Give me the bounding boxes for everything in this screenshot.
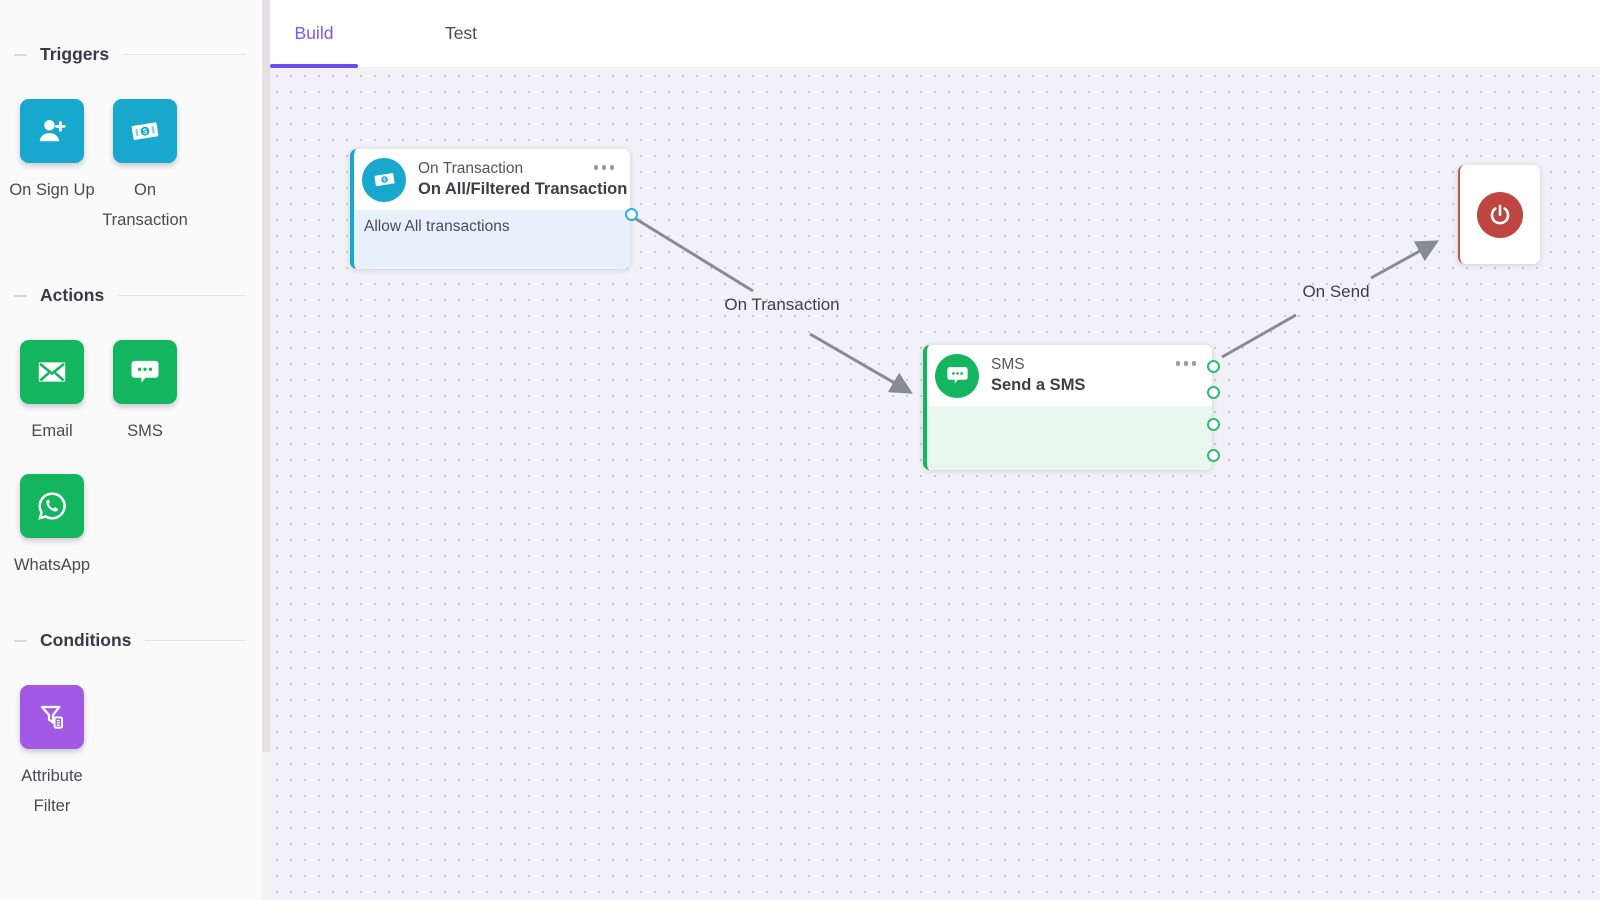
flow-canvas[interactable]: On Transaction On Send $ bbox=[270, 68, 1600, 900]
sidebar-item-sms[interactable]: SMS bbox=[113, 340, 177, 446]
sidebar-item-on-transaction[interactable]: $ On Transaction bbox=[102, 99, 188, 235]
node-header: $ On Transaction On All/Filtered Transac… bbox=[354, 149, 630, 210]
power-icon[interactable] bbox=[1477, 191, 1523, 238]
tab-test-label: Test bbox=[444, 23, 478, 43]
output-port[interactable] bbox=[1207, 360, 1220, 373]
attribute-filter-icon bbox=[40, 705, 64, 729]
tab-bar: Build Test bbox=[270, 0, 1600, 68]
sidebar-item-attribute-filter[interactable]: Attribute Filter bbox=[20, 685, 84, 821]
node-title: SMS bbox=[991, 356, 1025, 373]
sidebar-item-email[interactable]: Email bbox=[20, 340, 84, 446]
money-icon: $ bbox=[131, 122, 159, 140]
divider bbox=[118, 295, 246, 296]
edge-label-on-transaction: On Transaction bbox=[724, 295, 840, 314]
tab-build[interactable]: Build bbox=[270, 0, 358, 68]
node-menu-button[interactable] bbox=[593, 165, 614, 170]
edge-label-on-send: On Send bbox=[1302, 282, 1370, 301]
sidebar-item-on-sign-up[interactable]: On Sign Up bbox=[9, 99, 95, 235]
tile-label: SMS bbox=[127, 422, 163, 440]
output-port[interactable] bbox=[625, 208, 638, 221]
tile-label: Email bbox=[31, 422, 73, 440]
sidebar-item-whatsapp[interactable]: WhatsApp bbox=[14, 474, 90, 580]
edge-on-send-segment bbox=[1221, 313, 1297, 359]
tile-label: WhatsApp bbox=[13, 556, 91, 574]
active-tab-underline bbox=[270, 64, 358, 68]
divider bbox=[14, 639, 27, 642]
tile-label: Attribute Filter bbox=[21, 767, 83, 815]
node-body-text: Allow All transactions bbox=[354, 210, 630, 269]
sms-tile[interactable] bbox=[113, 340, 177, 404]
edge-on-transaction-segment bbox=[809, 332, 913, 394]
divider bbox=[145, 640, 246, 641]
components-sidebar: Triggers On Sign Up bbox=[0, 0, 262, 900]
edge-on-send-segment bbox=[1370, 240, 1439, 280]
scrollbar-thumb[interactable] bbox=[262, 0, 270, 752]
node-subtitle: On All/Filtered Transaction bbox=[418, 180, 628, 198]
output-port[interactable] bbox=[1207, 418, 1220, 431]
attribute-filter-tile[interactable] bbox=[20, 685, 84, 749]
section-title: Conditions bbox=[40, 630, 132, 650]
node-title: On Transaction bbox=[418, 160, 524, 177]
node-header: SMS Send a SMS bbox=[927, 345, 1212, 406]
sms-icon bbox=[935, 353, 979, 398]
section-header: Conditions bbox=[0, 630, 262, 651]
node-menu-button[interactable] bbox=[1175, 361, 1196, 366]
whatsapp-icon bbox=[38, 492, 66, 520]
section-header: Triggers bbox=[0, 44, 262, 65]
section-title: Actions bbox=[40, 285, 105, 305]
svg-text:$: $ bbox=[382, 177, 387, 184]
section-header: Actions bbox=[0, 285, 262, 306]
tile-label: On Transaction bbox=[102, 181, 188, 229]
node-sms[interactable]: SMS Send a SMS bbox=[923, 345, 1220, 470]
edge-on-transaction-segment bbox=[635, 217, 754, 293]
output-port[interactable] bbox=[1207, 386, 1220, 399]
tile-label: On Sign Up bbox=[9, 181, 95, 199]
on-sign-up-tile[interactable] bbox=[20, 99, 84, 163]
section-title: Triggers bbox=[40, 44, 110, 64]
sidebar-section-actions: Actions Email bbox=[0, 285, 262, 580]
node-end[interactable] bbox=[1458, 165, 1540, 264]
node-subtitle: Send a SMS bbox=[991, 376, 1086, 394]
tab-build-label: Build bbox=[294, 23, 334, 43]
tab-test[interactable]: Test bbox=[416, 0, 506, 67]
main-area: Build Test On Transaction On Send bbox=[270, 0, 1600, 900]
on-transaction-tile[interactable]: $ bbox=[113, 99, 177, 163]
divider bbox=[123, 54, 246, 55]
svg-text:$: $ bbox=[142, 126, 148, 136]
sidebar-section-triggers: Triggers On Sign Up bbox=[0, 44, 262, 235]
sidebar-scrollbar[interactable] bbox=[262, 0, 270, 900]
person-add-icon bbox=[39, 120, 66, 142]
email-icon bbox=[38, 362, 66, 382]
node-body-text bbox=[927, 406, 1212, 470]
money-icon: $ bbox=[362, 157, 406, 202]
divider bbox=[14, 294, 27, 297]
whatsapp-tile[interactable] bbox=[20, 474, 84, 538]
output-port[interactable] bbox=[1207, 449, 1220, 462]
sms-icon bbox=[131, 360, 159, 383]
node-on-transaction[interactable]: $ On Transaction On All/Filtered Transac… bbox=[350, 149, 638, 269]
sidebar-section-conditions: Conditions Attribute Filter bbox=[0, 630, 262, 821]
divider bbox=[14, 53, 27, 56]
email-tile[interactable] bbox=[20, 340, 84, 404]
